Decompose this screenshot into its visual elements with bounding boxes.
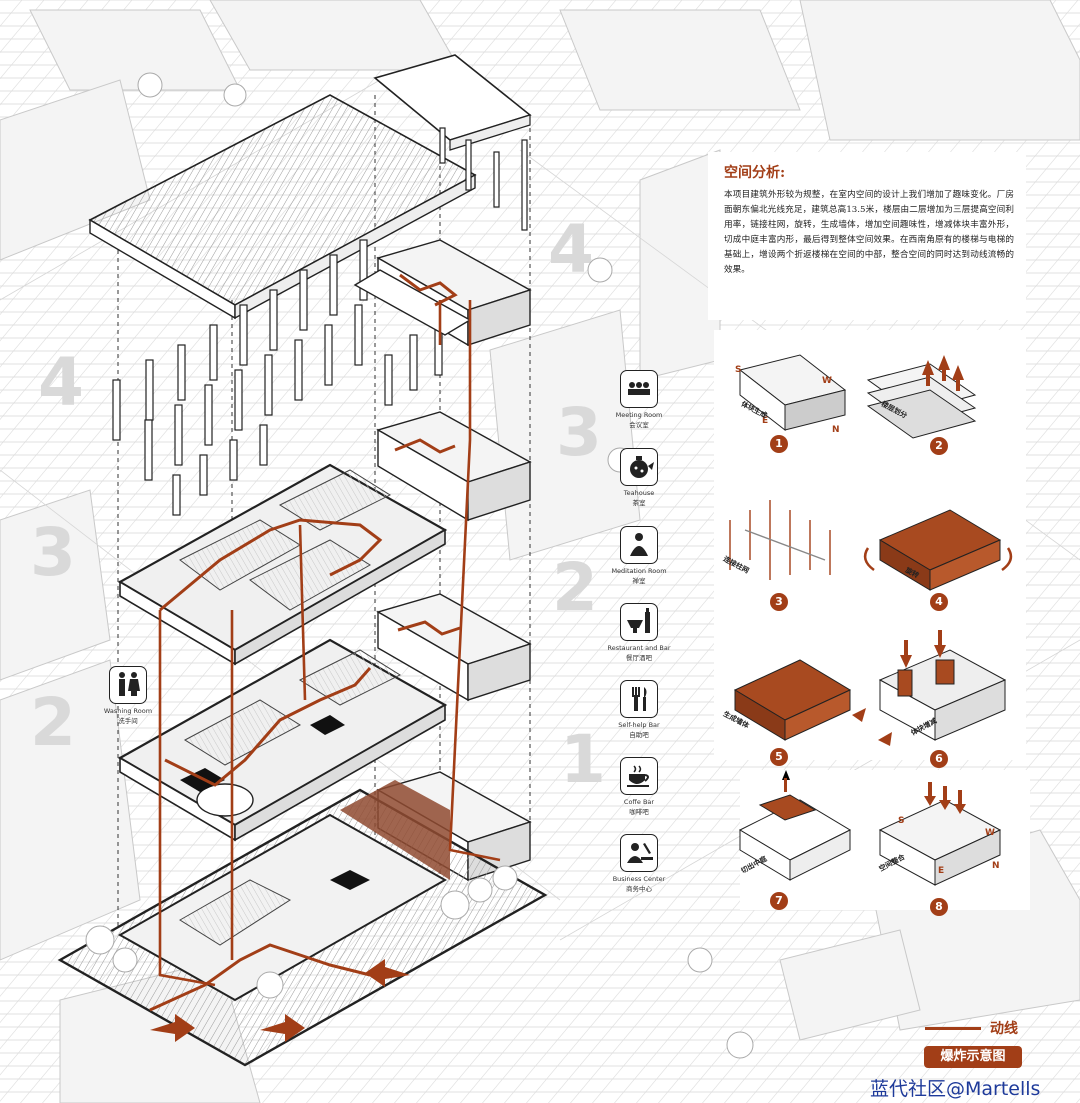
analysis-panel: 空间分析: 本项目建筑外形较为规整，在室内空间的设计上我们增加了趣味变化。厂房面… <box>708 152 1026 320</box>
watermark: 蓝代社区@Martells <box>870 1078 1041 1100</box>
function-meeting-room: Meeting Room 会议室 <box>599 370 679 429</box>
step-number-2: 2 <box>930 437 948 455</box>
floor-2-plan <box>117 638 448 842</box>
circulation-legend-line <box>925 1027 981 1030</box>
step-4-diagram <box>863 509 1013 591</box>
function-restaurant-bar: Restaurant and Bar 餐厅酒吧 <box>599 603 679 662</box>
step-7-diagram <box>738 770 852 881</box>
floor-number-3: 3 <box>556 394 602 471</box>
floor-1-plan <box>57 780 548 1067</box>
function-en: Business Center <box>612 875 666 883</box>
meeting-icon <box>620 370 658 408</box>
step-number-6: 6 <box>930 750 948 768</box>
coffee-icon <box>620 757 658 795</box>
floor-number-4: 4 <box>38 344 84 421</box>
floor-3-plan <box>117 463 448 666</box>
function-en: Self-help Bar <box>618 721 660 729</box>
analysis-title: 空间分析: <box>724 165 786 181</box>
function-en: Washing Room <box>103 707 153 715</box>
svg-text:S: S <box>898 816 904 826</box>
compass: S W E N S W E N <box>735 365 1000 876</box>
step-number-7: 7 <box>770 892 788 910</box>
bar-icon <box>620 603 658 641</box>
meditation-icon <box>620 526 658 564</box>
step-number-3: 3 <box>770 593 788 611</box>
step-6-diagram <box>852 630 1007 746</box>
cutlery-icon <box>620 680 658 718</box>
circulation-legend-label: 动线 <box>990 1021 1018 1037</box>
function-coffee-bar: Coffe Bar 咖啡吧 <box>599 757 679 816</box>
function-en: Restaurant and Bar <box>607 644 671 652</box>
step-number-5: 5 <box>770 748 788 766</box>
step-8-diagram <box>878 782 1002 886</box>
trees <box>85 72 754 1059</box>
step-number-1: 1 <box>770 435 788 453</box>
business-icon <box>620 834 658 872</box>
function-washing-room: Washing Room 洗手间 <box>88 666 168 725</box>
function-business-center: Business Center 商务中心 <box>599 834 679 893</box>
function-en: Teahouse <box>623 489 655 497</box>
washroom-icon <box>109 666 147 704</box>
function-meditation-room: Meditation Room 禅室 <box>599 526 679 585</box>
function-cn: 商务中心 <box>626 885 652 893</box>
step-2-arrows <box>922 355 964 391</box>
step-number-8: 8 <box>930 898 948 916</box>
step-2-diagram <box>866 363 977 439</box>
floor-number-2: 2 <box>552 549 598 626</box>
function-cn: 会议室 <box>629 421 649 429</box>
step-3-diagram <box>729 500 831 580</box>
step-1-diagram <box>738 354 847 432</box>
step-number-4: 4 <box>930 593 948 611</box>
svg-text:E: E <box>762 416 768 426</box>
analysis-body: 本项目建筑外形较为规整，在室内空间的设计上我们增加了趣味变化。厂房面朝东偏北光线… <box>724 190 1014 275</box>
floor-number-1: 1 <box>560 721 606 798</box>
floor-number-2b: 2 <box>30 684 76 761</box>
svg-text:N: N <box>832 425 840 435</box>
step-5-diagram <box>733 659 852 741</box>
function-en: Coffe Bar <box>623 798 655 806</box>
function-cn: 自助吧 <box>629 731 649 739</box>
columns <box>112 239 443 516</box>
function-cn: 茶室 <box>632 499 646 507</box>
svg-text:W: W <box>985 828 995 838</box>
function-cn: 洗手间 <box>118 717 138 725</box>
roof <box>88 54 532 320</box>
floor-number-3b: 3 <box>30 514 76 591</box>
svg-text:E: E <box>938 866 944 876</box>
function-cn: 咖啡吧 <box>629 808 649 816</box>
function-self-help-bar: Self-help Bar 自助吧 <box>599 680 679 739</box>
function-en: Meditation Room <box>611 567 667 575</box>
entrance-arrows <box>150 959 410 1042</box>
svg-text:N: N <box>992 861 1000 871</box>
function-cn: 餐厅酒吧 <box>626 654 652 662</box>
function-en: Meeting Room <box>615 411 663 419</box>
circulation-lines <box>158 300 501 987</box>
teapot-icon <box>620 448 658 486</box>
function-cn: 禅室 <box>632 577 646 585</box>
floor-number-4b: 4 <box>548 211 594 288</box>
diagram-title-badge: 爆炸示意图 <box>924 1046 1022 1068</box>
svg-text:W: W <box>822 376 832 386</box>
function-teahouse: Teahouse 茶室 <box>599 448 679 507</box>
svg-text:S: S <box>735 365 741 375</box>
